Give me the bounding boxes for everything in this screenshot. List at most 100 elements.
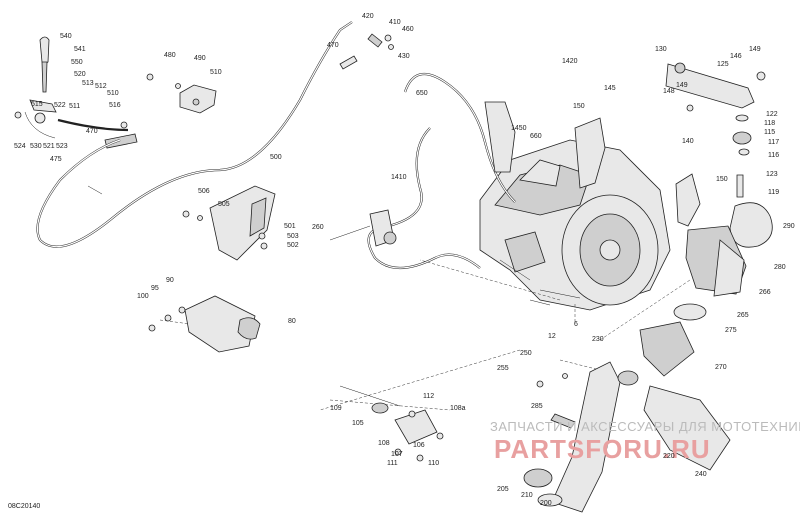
callout-240: 240 — [695, 471, 707, 478]
callout-510: 510 — [210, 69, 222, 76]
callout-420: 420 — [362, 13, 374, 20]
callout-118: 118 — [764, 120, 775, 127]
callout-260: 260 — [312, 224, 324, 231]
callout-95: 95 — [151, 285, 159, 292]
callout-520: 520 — [74, 71, 86, 78]
callout-265: 265 — [737, 312, 749, 319]
callout-475: 475 — [50, 156, 62, 163]
lower-duct-assembly[interactable] — [523, 361, 731, 513]
small-bracket[interactable] — [146, 73, 217, 114]
callout-6: 6 — [574, 321, 578, 328]
callout-266: 266 — [759, 289, 771, 296]
pedal-assembly[interactable] — [148, 295, 261, 353]
callout-513: 513 — [82, 80, 94, 87]
callout-210: 210 — [521, 492, 533, 499]
watermark: ЗАПЧАСТИ И АКСЕССУАРЫ ДЛЯ МОТОТЕХНИКИ PA… — [490, 419, 800, 464]
callout-430: 430 — [398, 53, 410, 60]
shift-bracket[interactable] — [182, 185, 276, 261]
callout-480: 480 — [164, 52, 176, 59]
callout-220: 220 — [663, 453, 675, 460]
callout-270: 270 — [715, 364, 727, 371]
callout-112: 112 — [423, 393, 434, 400]
callout-470: 470 — [86, 128, 98, 135]
callout-108a: 108a — [450, 405, 466, 412]
callout-106: 106 — [413, 442, 425, 449]
callout-524: 524 — [14, 143, 26, 150]
callout-130: 130 — [655, 46, 667, 53]
callout-1450: 1450 — [511, 125, 527, 132]
engine-mount-130[interactable] — [665, 62, 766, 112]
engine-block[interactable] — [479, 139, 671, 311]
callout-511: 511 — [69, 103, 80, 110]
callout-510: 510 — [107, 90, 119, 97]
callout-115: 115 — [764, 129, 775, 136]
callout-501: 501 — [284, 223, 296, 230]
bracket-105-112[interactable] — [339, 385, 444, 462]
callout-255: 255 — [497, 365, 509, 372]
shift-lever-assembly[interactable] — [14, 36, 138, 195]
bracket-140[interactable] — [675, 173, 701, 227]
callout-123: 123 — [766, 171, 778, 178]
callout-502: 502 — [287, 242, 299, 249]
callout-505: 505 — [218, 201, 230, 208]
callout-500: 500 — [270, 154, 282, 161]
callout-540: 540 — [60, 33, 72, 40]
callout-1410: 1410 — [391, 174, 407, 181]
callout-516: 516 — [109, 102, 121, 109]
callout-117: 117 — [768, 139, 779, 146]
callout-125: 125 — [717, 61, 729, 68]
callout-150: 150 — [573, 103, 585, 110]
callout-506: 506 — [198, 188, 210, 195]
callout-205: 205 — [497, 486, 509, 493]
callout-470: 470 — [327, 42, 339, 49]
callout-145: 145 — [604, 85, 616, 92]
callout-108: 108 — [378, 440, 390, 447]
callout-280: 280 — [774, 264, 786, 271]
wire-harness[interactable] — [367, 127, 481, 269]
callout-80: 80 — [288, 318, 296, 325]
callout-550: 550 — [71, 59, 83, 66]
callout-515: 515 — [31, 101, 43, 108]
bracket-145-150[interactable] — [484, 101, 606, 189]
mount-stack[interactable] — [732, 114, 752, 198]
callout-523: 523 — [56, 143, 68, 150]
callout-119: 119 — [768, 189, 779, 196]
callout-290: 290 — [783, 223, 795, 230]
callout-521: 521 — [43, 143, 55, 150]
callout-490: 490 — [194, 55, 206, 62]
callout-503: 503 — [287, 233, 299, 240]
callout-541: 541 — [74, 46, 86, 53]
callout-460: 460 — [402, 26, 414, 33]
watermark-line2: PARTSFORU.RU — [494, 434, 711, 464]
callout-100: 100 — [137, 293, 149, 300]
callout-200: 200 — [540, 500, 552, 507]
callout-122: 122 — [766, 111, 778, 118]
callout-275: 275 — [725, 327, 737, 334]
cable-end-fittings[interactable] — [339, 33, 394, 70]
callout-109: 109 — [330, 405, 342, 412]
callout-650: 650 — [416, 90, 428, 97]
callout-105: 105 — [352, 420, 364, 427]
callout-522: 522 — [54, 102, 66, 109]
callout-110: 110 — [428, 460, 439, 467]
callout-1420: 1420 — [562, 58, 578, 65]
callout-107: 107 — [391, 451, 403, 458]
watermark-line1: ЗАПЧАСТИ И АКСЕССУАРЫ ДЛЯ МОТОТЕХНИКИ — [490, 419, 800, 434]
callout-150: 150 — [716, 176, 728, 183]
callout-410: 410 — [389, 19, 401, 26]
callout-660: 660 — [530, 133, 542, 140]
air-intake[interactable] — [639, 202, 773, 377]
callout-250: 250 — [520, 350, 532, 357]
callout-230: 230 — [592, 336, 604, 343]
callout-530: 530 — [30, 143, 42, 150]
callout-149: 149 — [676, 82, 688, 89]
drawing-code: 08C20140 — [8, 503, 40, 510]
sensor-module[interactable] — [369, 209, 397, 247]
callout-148: 148 — [663, 88, 675, 95]
callout-149: 149 — [749, 46, 761, 53]
callout-285: 285 — [531, 403, 543, 410]
callout-140: 140 — [682, 138, 694, 145]
callout-90: 90 — [166, 277, 174, 284]
